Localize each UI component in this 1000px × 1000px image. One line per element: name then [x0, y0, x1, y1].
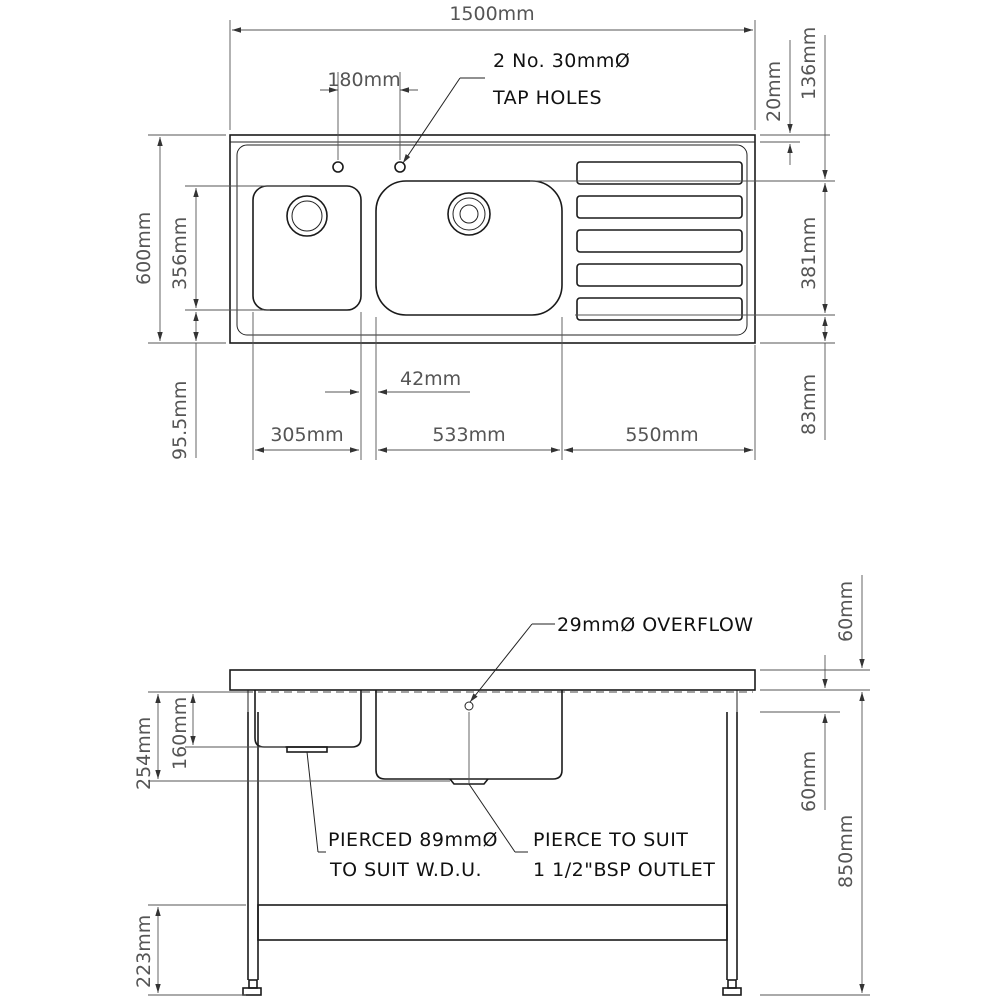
below-bowl-label: 60mm: [798, 751, 820, 812]
under-rail: [257, 904, 728, 941]
small-bowl-waste-inner-icon: [291, 200, 323, 232]
large-bowl-waste-icon: [447, 192, 491, 236]
overflow-note: 29mmØ OVERFLOW: [469, 614, 754, 703]
drainer-groove: [576, 229, 743, 253]
outlet-note-line1: PIERCE TO SUIT: [533, 829, 688, 851]
sink-inner-edge: [236, 144, 748, 336]
front-margin-right-label: 83mm: [798, 374, 820, 435]
total-height-label: 850mm: [835, 815, 857, 888]
small-bowl-waste-icon: [286, 195, 328, 237]
tap-hole-note: 2 No. 30mmØ TAP HOLES: [402, 50, 630, 164]
elevation-left-dimensions: 254mm 160mm 223mm: [133, 691, 450, 996]
small-bowl-length-label: 356mm: [169, 217, 191, 290]
large-bowl-waste-center-icon: [459, 204, 479, 224]
plan-left-dimensions: 600mm 356mm 95.5mm: [133, 134, 310, 460]
overflow-note-label: 29mmØ OVERFLOW: [557, 614, 754, 636]
tap-hole-note-line2: TAP HOLES: [492, 87, 602, 109]
drainer-groove: [576, 161, 743, 185]
plan-view: 1500mm 180mm 2 No. 30mmØ TAP HOLES 20: [133, 3, 835, 460]
overall-width-dimension: 1500mm: [229, 3, 756, 130]
drainer-width-label: 550mm: [625, 424, 698, 446]
upstand-label: 20mm: [763, 61, 785, 122]
large-bowl-outline: [375, 180, 563, 316]
rail-height-label: 223mm: [133, 915, 155, 988]
leg-foot-right: [727, 979, 737, 989]
waste-note-line1: PIERCED 89mmØ: [328, 829, 498, 851]
tap-hole-note-line1: 2 No. 30mmØ: [493, 50, 630, 72]
waste-note-line2: TO SUIT W.D.U.: [329, 859, 482, 881]
waste-notes: PIERCED 89mmØ TO SUIT W.D.U. PIERCE TO S…: [306, 751, 715, 881]
tap-spacing-label: 180mm: [327, 69, 400, 91]
drainer-groove: [576, 195, 743, 219]
outlet-note-line2: 1 1/2"BSP OUTLET: [533, 859, 715, 881]
depth-label: 600mm: [133, 212, 155, 285]
plan-bottom-dimensions: 42mm 305mm 533mm 550mm: [252, 312, 756, 460]
top-thickness-label: 60mm: [835, 581, 857, 642]
elevation-right-dimensions: 60mm 60mm 850mm: [760, 575, 870, 996]
elevation-top-slab: [229, 669, 756, 691]
large-bowl-length-label: 381mm: [798, 217, 820, 290]
bowl-gap-label: 42mm: [400, 368, 461, 390]
drainer-groove: [576, 263, 743, 287]
drainer-groove: [576, 297, 743, 321]
top-to-bowl-label: 136mm: [798, 27, 820, 100]
tap-spacing-dimension: 180mm: [320, 69, 418, 160]
legs: [242, 712, 742, 996]
large-bowl-width-label: 533mm: [432, 424, 505, 446]
small-bowl-depth-label: 160mm: [169, 697, 191, 770]
small-bowl-width-label: 305mm: [270, 424, 343, 446]
plan-right-dimensions: 20mm 136mm 381mm 83mm: [530, 27, 835, 440]
front-margin-left-label: 95.5mm: [169, 381, 191, 460]
leg-foot-left: [248, 979, 258, 989]
small-bowl-outline: [252, 185, 362, 311]
large-bowl-depth-label: 254mm: [133, 717, 155, 790]
drainer-grooves: [576, 161, 743, 321]
overflow-icon: [464, 701, 474, 711]
tap-hole-left-icon: [332, 161, 344, 173]
large-bowl-waste-ring-icon: [452, 197, 486, 231]
overall-width-label: 1500mm: [449, 3, 534, 25]
front-elevation: 29mmØ OVERFLOW PIERCED 89mmØ TO SUIT W.D…: [133, 575, 870, 996]
small-bowl-waste-icon: [286, 746, 328, 753]
tap-hole-right-icon: [394, 161, 406, 173]
elevation-small-bowl: [254, 690, 362, 748]
sink-top-outline: [229, 134, 756, 344]
